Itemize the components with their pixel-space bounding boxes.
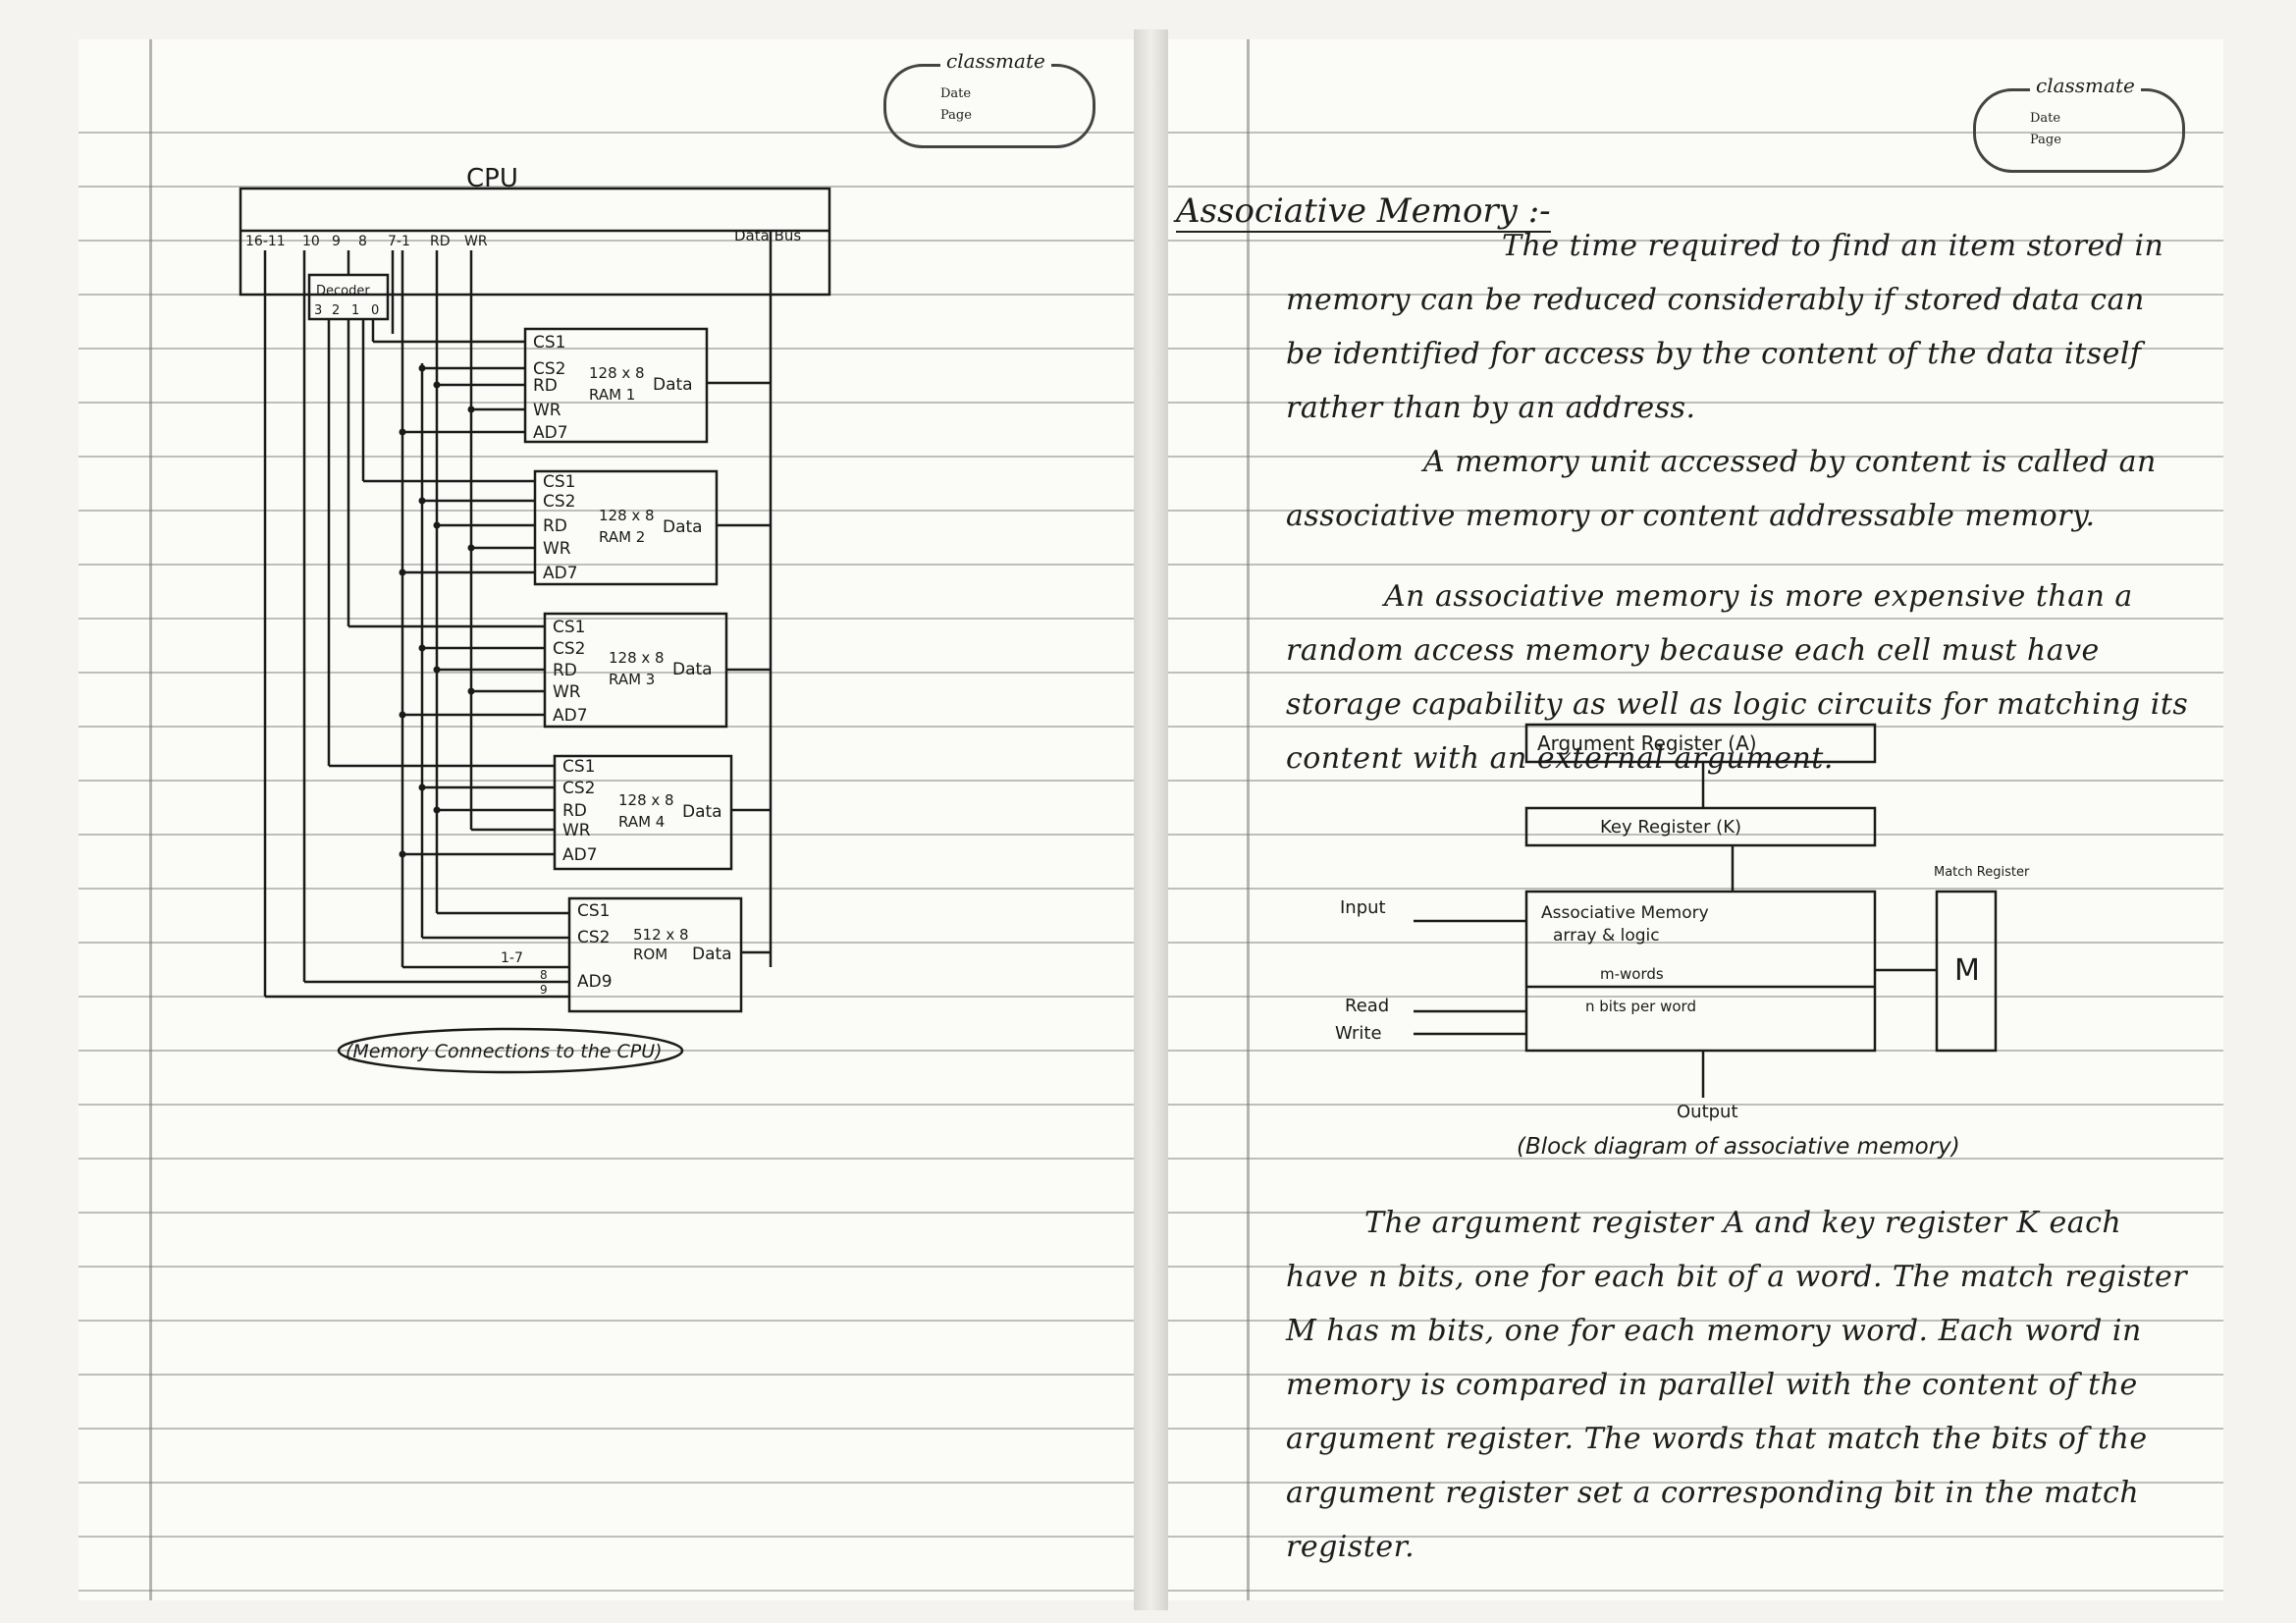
ram1-pin-label: CS1 — [533, 333, 565, 352]
svg-text:array & logic: array & logic — [1553, 926, 1660, 946]
ram3-pin-label: RD — [553, 661, 577, 680]
svg-text:m-words: m-words — [1600, 965, 1664, 983]
ram3-pin-label: AD7 — [553, 706, 588, 726]
bus-label-address-high: 16-11 — [245, 234, 286, 249]
ram1-data-label: Data — [653, 375, 693, 395]
section-title: Associative Memory :- — [1176, 191, 1551, 233]
rom-pin-label: CS2 — [577, 928, 610, 947]
notebook-spine — [1134, 29, 1168, 1610]
bus-label-address-low: 7-1 — [388, 234, 410, 249]
ram4-size: 128 x 8 — [618, 791, 674, 809]
bus-label-9: 9 — [332, 234, 341, 249]
ram4-data-label: Data — [682, 802, 722, 822]
svg-text:3: 3 — [314, 303, 322, 318]
bus-label-rd: RD — [430, 234, 451, 249]
ram2-size: 128 x 8 — [599, 507, 655, 524]
left-notebook-page: classmate Date Page — [79, 39, 1134, 1600]
svg-text:Associative Memory: Associative Memory — [1541, 903, 1709, 923]
memory-connection-diagram: CPU 16-11 10 9 8 7-1 RD WR Data Bus Deco… — [239, 164, 831, 1074]
output-label: Output — [1677, 1102, 1738, 1122]
ram4-pin-label: CS1 — [562, 757, 595, 777]
rom-data-label: Data — [692, 945, 732, 964]
associative-memory-block-diagram: Argument Register (A) Key Register (K) A… — [1335, 723, 2030, 1160]
input-label: Input — [1340, 897, 1386, 918]
ram2-pin-label: WR — [543, 539, 571, 559]
ram2-pin-label: RD — [543, 516, 567, 536]
match-register-m: M — [1954, 953, 1980, 988]
paragraph-registers: The argument register A and key register… — [1286, 1206, 2188, 1564]
bus-label-wr: WR — [464, 234, 488, 249]
ram2-box — [533, 469, 719, 586]
rom-size: 512 x 8 — [633, 926, 689, 944]
ram4-pin-label: AD7 — [562, 845, 598, 865]
write-label: Write — [1335, 1023, 1382, 1044]
block-diagram-caption: (Block diagram of associative memory) — [1517, 1134, 1960, 1160]
bus-label-8: 8 — [358, 234, 367, 249]
paragraph-cost: An associative memory is more expensive … — [1286, 579, 2189, 776]
ram1-name: RAM 1 — [589, 386, 635, 404]
ram3-pin-label: WR — [553, 682, 581, 702]
rom-name: ROM — [633, 946, 667, 963]
ram2-data-label: Data — [663, 517, 703, 537]
ram2-pin-label: CS1 — [543, 472, 575, 492]
ram4-pin-label: RD — [562, 801, 587, 821]
ram3-pin-label: CS2 — [553, 639, 585, 659]
rom-input-label: 1-7 — [501, 950, 523, 966]
classmate-logo: classmate Date Page — [1973, 74, 2185, 173]
margin-line — [1247, 39, 1250, 1600]
ram1-size: 128 x 8 — [589, 364, 645, 382]
ram2-pin-label: CS2 — [543, 492, 575, 512]
right-notebook-page: classmate Date Page Associative Memory :… — [1168, 39, 2223, 1600]
ram1-pin-label: RD — [533, 376, 558, 396]
ram1-pin-label: AD7 — [533, 423, 568, 443]
classmate-logo: classmate Date Page — [883, 49, 1095, 148]
ram4-name: RAM 4 — [618, 813, 665, 831]
key-register: Key Register (K) — [1600, 817, 1741, 838]
ram3-size: 128 x 8 — [609, 649, 665, 667]
svg-text:2: 2 — [332, 303, 340, 318]
svg-text:0: 0 — [371, 303, 379, 318]
data-bus-label: Data Bus — [734, 227, 801, 244]
diagram-caption: (Memory Connections to the CPU) — [346, 1041, 663, 1062]
ram1-pin-label: CS2 — [533, 359, 565, 379]
argument-register: Argument Register (A) — [1537, 731, 1757, 755]
ram1-pin-label: WR — [533, 401, 561, 420]
rom-pin-label: AD9 — [577, 972, 613, 992]
ram4-pin-label: WR — [562, 821, 591, 840]
svg-text:1: 1 — [351, 303, 359, 318]
ram3-pin-label: CS1 — [553, 618, 585, 637]
ram4-pin-label: CS2 — [562, 779, 595, 798]
cpu-label: CPU — [466, 164, 518, 193]
ram2-name: RAM 2 — [599, 528, 645, 546]
bus-label-10: 10 — [302, 234, 320, 249]
read-label: Read — [1345, 996, 1389, 1016]
paragraph-intro: The time required to find an item stored… — [1286, 229, 2164, 425]
match-register-label: Match Register — [1934, 865, 2030, 880]
rom-input-label: 9 — [540, 983, 548, 997]
svg-text:n bits per word: n bits per word — [1585, 998, 1696, 1015]
ram2-pin-label: AD7 — [543, 564, 578, 583]
rom-box — [567, 896, 743, 1013]
ram3-name: RAM 3 — [609, 671, 655, 688]
rom-input-label: 8 — [540, 968, 548, 982]
decoder-label: Decoder — [316, 284, 370, 298]
cpu-box — [239, 187, 831, 297]
ram4-box — [553, 754, 733, 871]
rom-pin-label: CS1 — [577, 901, 610, 921]
paragraph-definition: A memory unit accessed by content is cal… — [1286, 445, 2157, 533]
margin-line — [149, 39, 152, 1600]
ram3-data-label: Data — [672, 660, 713, 679]
